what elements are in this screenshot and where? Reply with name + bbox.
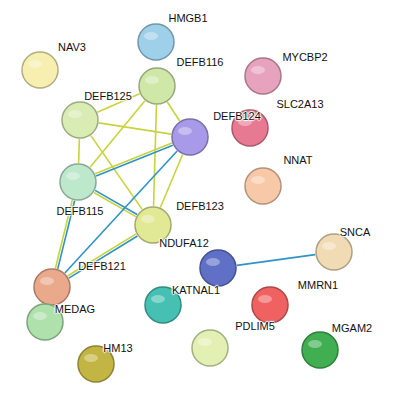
protein-node: NDUFA12	[199, 249, 237, 287]
protein-label: DEFB124	[213, 110, 261, 122]
node-circle	[171, 118, 209, 156]
node-highlight	[258, 295, 272, 303]
node-highlight	[66, 172, 80, 180]
node-highlight	[198, 338, 212, 346]
node-circle	[315, 233, 353, 271]
node-circle	[22, 52, 58, 88]
node-highlight	[308, 340, 322, 348]
node-circle	[172, 119, 208, 155]
node-circle	[138, 67, 176, 105]
protein-label: NAV3	[58, 41, 86, 53]
protein-label: DEFB115	[57, 205, 104, 217]
node-circle	[251, 286, 289, 324]
protein-node: SNCA	[315, 233, 353, 271]
protein-node: KATNAL1	[144, 286, 182, 324]
node-circle	[34, 269, 70, 305]
node-circle	[138, 24, 174, 60]
node-highlight	[141, 215, 155, 223]
protein-label: DEFB116	[177, 56, 224, 68]
protein-label: DEFB121	[78, 260, 126, 272]
interaction-line	[167, 102, 179, 121]
protein-node: NNAT	[244, 167, 282, 205]
protein-node: DEFB115	[59, 163, 97, 201]
protein-node: PDLIM5	[191, 329, 229, 367]
protein-node: MYCBP2	[244, 57, 282, 95]
node-circle	[192, 330, 228, 366]
node-circle	[252, 287, 288, 323]
protein-node: DEFB116	[138, 67, 176, 105]
protein-node: NAV3	[21, 51, 59, 89]
node-circle	[191, 329, 229, 367]
node-highlight	[251, 176, 265, 184]
protein-label: MGAM2	[332, 322, 372, 334]
node-highlight	[68, 110, 82, 118]
node-circle	[244, 167, 282, 205]
protein-node: HM13	[77, 345, 115, 383]
node-circle	[62, 102, 98, 138]
node-highlight	[206, 258, 220, 266]
protein-node: DEFB121	[33, 268, 71, 306]
interaction-line	[68, 234, 137, 276]
protein-label: DEFB125	[84, 90, 132, 102]
node-circle	[301, 331, 339, 369]
interaction-line	[96, 145, 173, 176]
protein-node: HMGB1	[137, 23, 175, 61]
node-circle	[21, 51, 59, 89]
node-highlight	[84, 354, 98, 362]
node-circle	[302, 332, 338, 368]
node-highlight	[145, 76, 159, 84]
node-highlight	[144, 32, 158, 40]
node-circle	[60, 164, 96, 200]
node-highlight	[322, 242, 336, 250]
protein-label: MEDAG	[55, 303, 95, 315]
node-circle	[137, 23, 175, 61]
interaction-line	[154, 105, 157, 206]
node-highlight	[33, 312, 47, 320]
node-circle	[59, 163, 97, 201]
protein-label: PDLIM5	[235, 320, 275, 332]
protein-label: NDUFA12	[159, 237, 209, 249]
node-circle	[199, 249, 237, 287]
node-highlight	[251, 66, 265, 74]
protein-label: NNAT	[283, 154, 312, 166]
node-circle	[245, 58, 281, 94]
protein-node: DEFB125	[61, 101, 99, 139]
interaction-line	[237, 255, 315, 266]
protein-label: SNCA	[340, 226, 371, 238]
node-highlight	[151, 295, 165, 303]
protein-label: MYCBP2	[282, 51, 327, 63]
protein-node: MMRN1	[251, 286, 289, 324]
interaction-line	[99, 123, 171, 134]
protein-node: DEFB124	[171, 118, 209, 156]
protein-node: MEDAG	[26, 303, 64, 341]
protein-label: HM13	[103, 342, 132, 354]
protein-label: MMRN1	[298, 279, 338, 291]
node-circle	[245, 168, 281, 204]
interaction-line	[160, 155, 182, 208]
node-circle	[33, 268, 71, 306]
node-highlight	[40, 277, 54, 285]
protein-label: SLC2A13	[276, 98, 323, 110]
interaction-line	[78, 139, 80, 163]
node-circle	[316, 234, 352, 270]
node-highlight	[28, 60, 42, 68]
protein-label: DEFB123	[176, 200, 224, 212]
protein-node: MGAM2	[301, 331, 339, 369]
node-circle	[139, 68, 175, 104]
node-circle	[244, 57, 282, 95]
protein-label: KATNAL1	[172, 284, 220, 296]
node-circle	[200, 250, 236, 286]
node-highlight	[178, 127, 192, 135]
protein-label: HMGB1	[168, 12, 207, 24]
node-circle	[61, 101, 99, 139]
